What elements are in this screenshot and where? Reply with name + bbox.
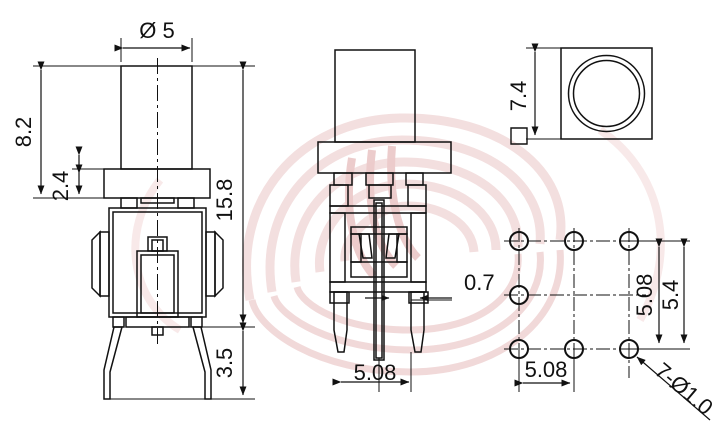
dim-label-pin-thickness: 0.7 — [464, 270, 495, 295]
dim-label-pin-pitch: 5.08 — [354, 360, 397, 385]
dim-label-pin-length: 3.5 — [212, 348, 237, 379]
side-view-geometry — [317, 49, 452, 361]
dim-label-total-height: 15.8 — [212, 179, 237, 222]
front-view-dimension-lines — [37, 44, 247, 396]
dim-label-hole-spec: 7-Ø1.0 — [650, 358, 718, 420]
dim-label-flange-height: 2.4 — [48, 171, 73, 202]
side-view-witness-lines — [378, 299, 452, 392]
front-view-witness-lines — [33, 38, 255, 400]
dim-label-row-pitch: 5.08 — [632, 274, 657, 317]
pcb-view-dimension-lines — [514, 238, 711, 421]
side-view-dimension-lines — [332, 295, 452, 386]
square-symbol — [510, 127, 528, 145]
dim-label-row-span: 5.4 — [658, 280, 683, 311]
pcb-view-holes — [509, 231, 639, 359]
dim-label-stem-height: 8.2 — [11, 117, 36, 148]
dim-label-stem-diameter: Ø 5 — [139, 18, 174, 43]
top-view-geometry — [560, 47, 653, 140]
dim-label-body-square: 7.4 — [506, 81, 531, 112]
dim-label-column-pitch: 5.08 — [525, 357, 568, 382]
